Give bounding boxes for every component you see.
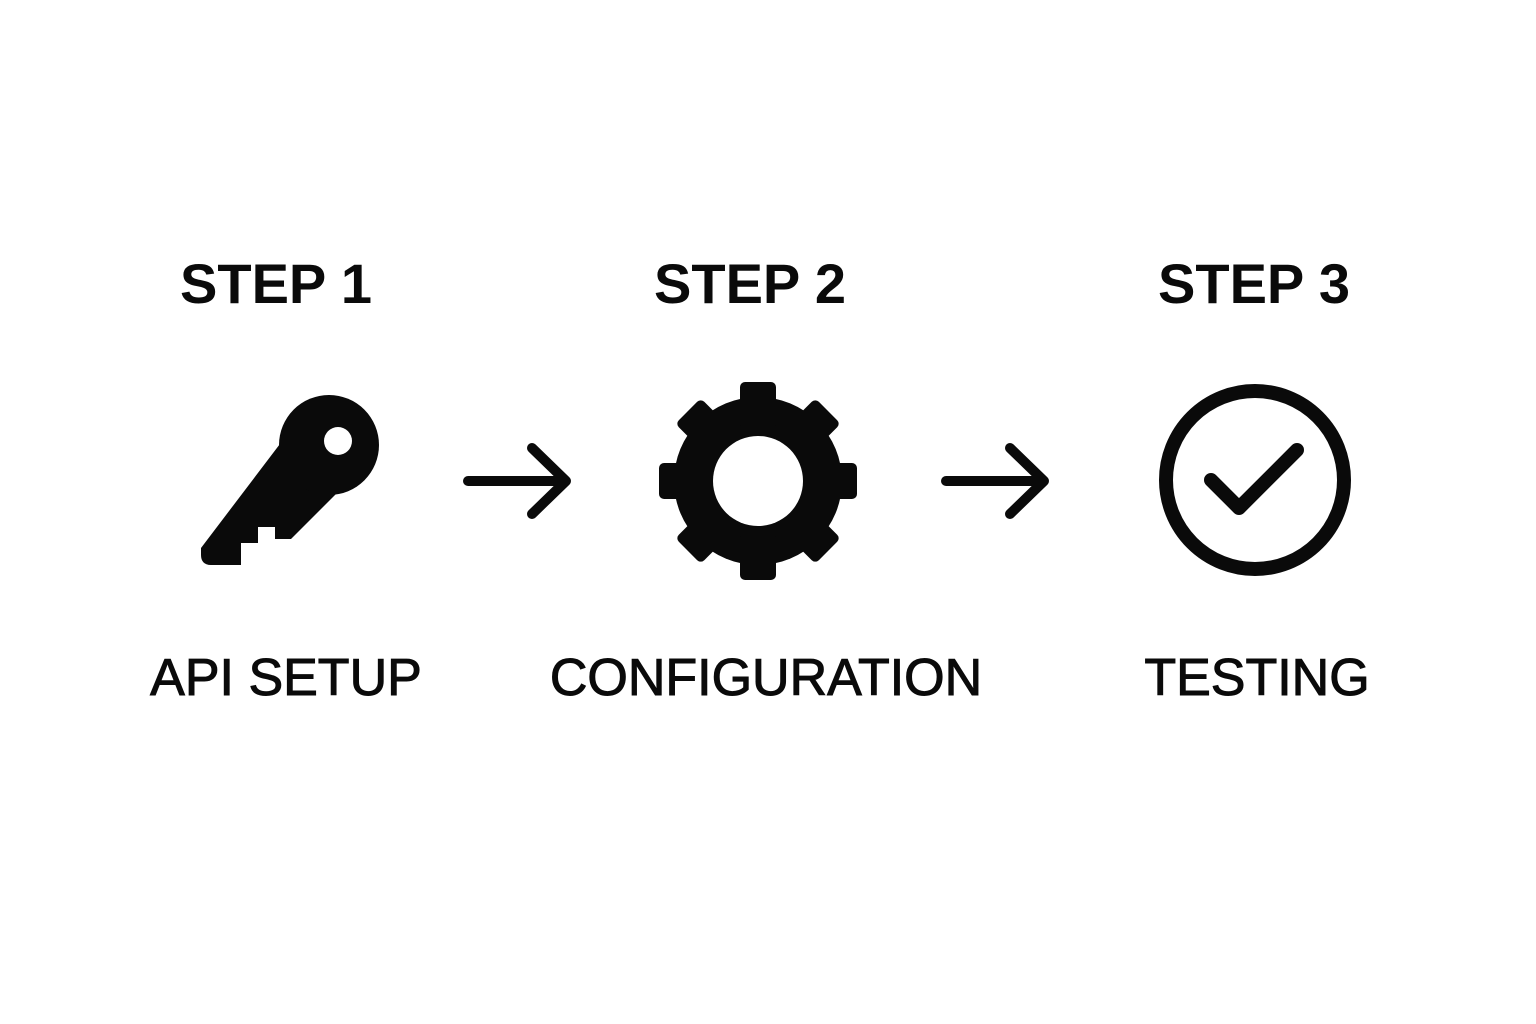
step-3-title: STEP 3 <box>1158 252 1350 315</box>
step-2-title: STEP 2 <box>654 252 846 315</box>
check-circle-icon <box>1152 380 1358 586</box>
arrow-right-icon <box>460 440 576 524</box>
step-2-label: CONFIGURATION <box>549 649 983 708</box>
step-1-label: API SETUP <box>150 649 423 708</box>
step-3-label: TESTING <box>1144 649 1370 708</box>
key-icon <box>196 394 386 574</box>
arrow-right-icon <box>938 440 1054 524</box>
gear-icon <box>656 380 862 584</box>
step-1-title: STEP 1 <box>180 252 372 315</box>
